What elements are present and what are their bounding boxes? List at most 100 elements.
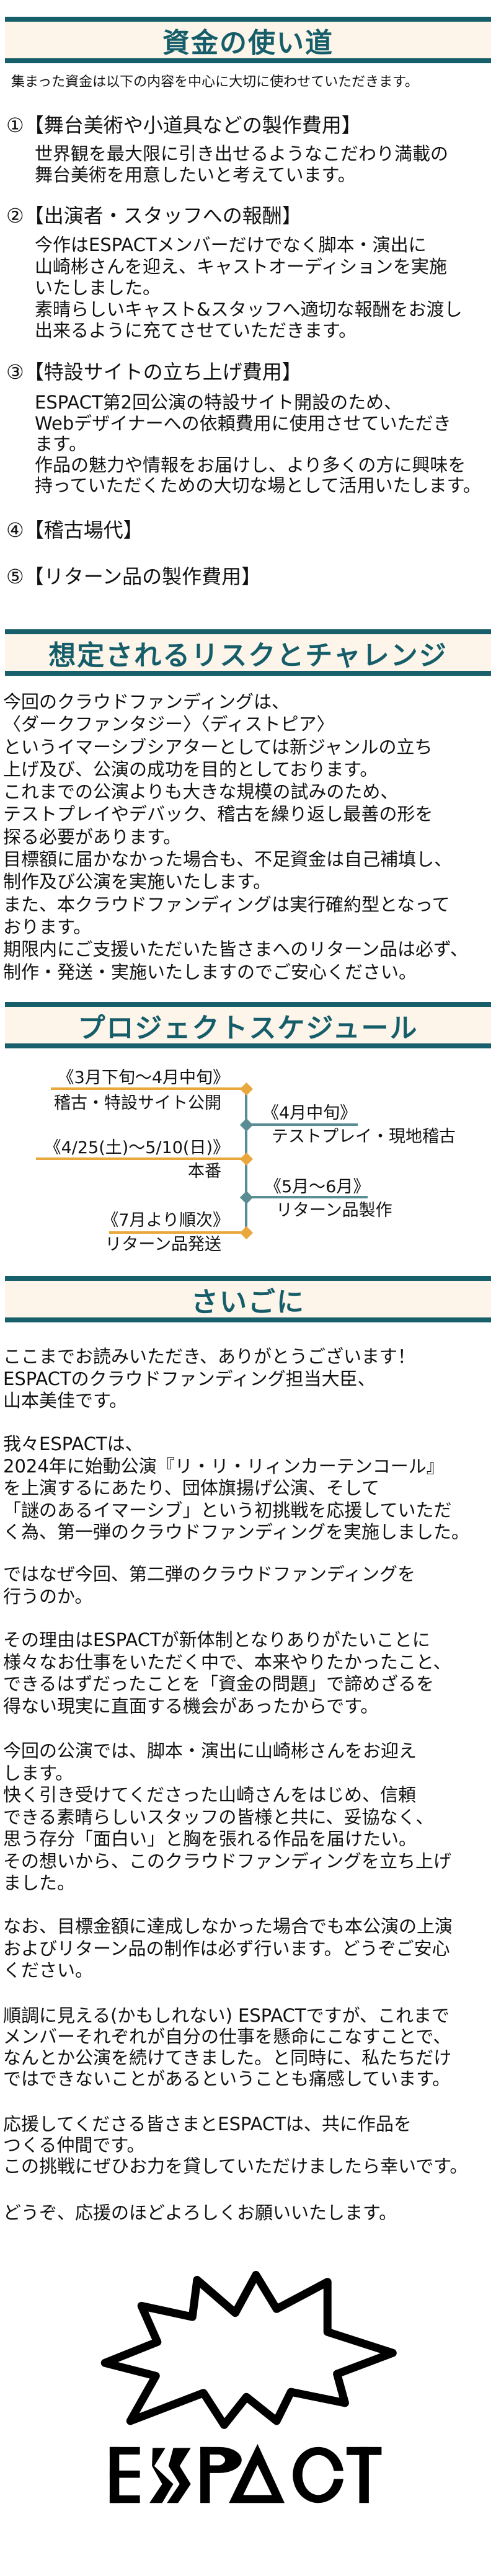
risks-body: 今回のクラウドファンディングは、〈ダークファンタジー〉〈ディストピア〉というイマ…	[3, 691, 468, 983]
text-line: 山崎彬さんを迎え、キャストオーディションを実施	[35, 255, 447, 277]
text-line: テストプレイやデバック、稽古を繰り返し最善の形を	[3, 803, 433, 825]
closing-paragraph: なお、目標金額に達成しなかった場合でも本公演の上演およびリターン品の制作は必ず行…	[3, 1916, 453, 1982]
section-header-funds: 資金の使い道	[5, 17, 491, 63]
closing-paragraph: 順調に見える(かもしれない) ESPACTですが、これまでメンバーそれぞれが自分…	[3, 2005, 451, 2089]
timeline-label: 本番	[188, 1162, 221, 1181]
text-line: ここまでお読みいただき、ありがとうございます！	[3, 1346, 415, 1367]
closing-paragraph: 我々ESPACTは、2024年に始動公演『リ・リ・リィンカーテンコール』を上演す…	[3, 1433, 469, 1544]
text-line: 行うのか。	[3, 1585, 93, 1607]
closing-paragraph: ではなぜ今回、第二弾のクラウドファンディングを行うのか。	[3, 1564, 415, 1608]
section-header-risks: 想定されるリスクとチャレンジ	[5, 629, 491, 676]
text-line: 制作及び公演を実施いたします。	[3, 871, 272, 893]
text-line: 山本美佳です。	[3, 1390, 128, 1411]
text-line: 様々なお仕事をいただく中で、本来やりたかったこと、	[3, 1651, 451, 1673]
text-line: 持っていただくための大切な場として活用いたします。	[35, 475, 481, 496]
text-line: 今作はESPACTメンバーだけでなく脚本・演出に	[35, 234, 427, 255]
text-line: 目標額に届かなかった場合も、不足資金は自己補填し、	[3, 849, 453, 870]
timeline-date: 《5月～6月》	[265, 1177, 370, 1197]
text-line: 世界観を最大限に引き出せるようなこだわり満載の	[35, 143, 449, 164]
closing-paragraph: どうぞ、応援のほどよろしくお願いいたします。	[3, 2202, 397, 2224]
closing-paragraph: ここまでお読みいただき、ありがとうございます！ESPACTのクラウドファンディン…	[3, 1346, 415, 1412]
timeline-label: リターン品発送	[105, 1235, 221, 1254]
closing-paragraph: 応援してくださる皆さまとESPACTは、共に作品をつくる仲間です。この挑戦にぜひ…	[3, 2113, 467, 2177]
text-line: 順調に見える(かもしれない) ESPACTですが、これまで	[3, 2005, 450, 2026]
text-line: この挑戦にぜひお力を貸していただけましたら幸いです。	[3, 2156, 468, 2177]
timeline-label: 稽古・特設サイト公開	[54, 1094, 221, 1113]
timeline-date: 《3月下旬～4月中旬》	[57, 1068, 229, 1087]
timeline-diamond-icon	[239, 1226, 254, 1240]
timeline-connector	[246, 1123, 358, 1126]
text-line: どうぞ、応援のほどよろしくお願いいたします。	[3, 2202, 397, 2223]
text-line: ではできないことがあるということも痛感しています。	[3, 2068, 451, 2089]
timeline-diamond-icon	[239, 1190, 254, 1205]
section-title: 資金の使い道	[162, 27, 334, 59]
text-line: を上演するにあたり、団体旗揚げ公演、そして	[3, 1477, 379, 1498]
closing-paragraph: 今回の公演では、脚本・演出に山崎彬さんをお迎えします。快く引き受けてくださった山…	[3, 1740, 451, 1895]
section-header-closing: さいごに	[5, 1276, 491, 1322]
fund-item-heading: ③【特設サイトの立ち上げ費用】	[6, 360, 302, 384]
text-line: ではなぜ今回、第二弾のクラウドファンディングを	[3, 1564, 415, 1585]
text-line: 「謎のあるイマーシブ」という初挑戦を応援していただ	[3, 1499, 452, 1521]
closing-paragraph: その理由はESPACTが新体制となりありがたいことに様々なお仕事をいただく中で、…	[3, 1629, 451, 1717]
text-line: Webデザイナーへの依頼費用に使用させていただき	[35, 412, 451, 434]
text-line: 2024年に始動公演『リ・リ・リィンカーテンコール』	[3, 1455, 445, 1477]
timeline-diamond-icon	[239, 1118, 254, 1132]
text-line: 作品の魅力や情報をお届けし、より多くの方に興味を	[35, 454, 466, 476]
text-line: 舞台美術を用意したいと考えています。	[35, 164, 356, 185]
timeline-diamond-icon	[239, 1152, 254, 1166]
text-line: 思う存分「面白い」と胸を張れる作品を届けたい。	[3, 1828, 417, 1849]
section-title: 想定されるリスクとチャレンジ	[48, 639, 448, 671]
text-line: なお、目標金額に達成しなかった場合でも本公演の上演	[3, 1916, 453, 1937]
text-line: ESPACTのクラウドファンディング担当大臣、	[3, 1368, 376, 1389]
text-line: なんとか公演を続けてきました。と同時に、私たちだけ	[3, 2047, 452, 2068]
text-line: します。	[3, 1762, 74, 1784]
timeline-date: 《4月中旬》	[262, 1104, 357, 1123]
fund-item-body: 今作はESPACTメンバーだけでなく脚本・演出に山崎彬さんを迎え、キャストオーデ…	[35, 234, 463, 342]
burst-star-icon	[105, 2275, 392, 2425]
text-line: その理由はESPACTが新体制となりありがたいことに	[3, 1629, 430, 1650]
text-line: 快く引き受けてくださった山崎さんをはじめ、信頼	[3, 1784, 417, 1805]
text-line: 探る必要があります。	[3, 826, 182, 848]
timeline-diamond-icon	[239, 1082, 254, 1096]
text-line: できるはずだったことを「資金の問題」で諦めざるを	[3, 1673, 435, 1694]
text-line: 今回の公演では、脚本・演出に山崎彬さんをお迎え	[3, 1740, 417, 1761]
text-line: 期限内にご支援いただいた皆さまへのリターン品は必ず、	[3, 939, 468, 960]
fund-item-heading: ①【舞台美術や小道具などの製作費用】	[6, 113, 361, 137]
timeline-connector	[36, 1157, 246, 1160]
text-line: できる素晴らしいスタッフの皆様と共に、妥協なく、	[3, 1806, 434, 1828]
fund-item-body: ESPACT第2回公演の特設サイト開設のため、Webデザイナーへの依頼費用に使用…	[35, 392, 481, 497]
text-line: いたしました。	[35, 277, 161, 298]
fund-item-heading: ⑤【リターン品の製作費用】	[6, 565, 262, 588]
text-line: おります。	[3, 916, 92, 937]
text-line: 制作・発送・実施いたしますのでご安心ください。	[3, 961, 417, 983]
fund-item-heading: ④【稽古場代】	[6, 518, 143, 542]
timeline-label: テストプレイ・現地稽古	[272, 1127, 456, 1146]
text-line: 素晴らしいキャスト&スタッフへ適切な報酬をお渡し	[35, 298, 463, 320]
text-line: およびリターン品の制作は必ず行います。どうぞご安心	[3, 1937, 450, 1959]
text-line: というイマーシブシアターとしては新ジャンルの立ち	[3, 736, 433, 758]
text-line: ESPACT第2回公演の特設サイト開設のため、	[35, 392, 402, 413]
text-line: く為、第一弾のクラウドファンディングを実施しました。	[3, 1521, 469, 1543]
text-line: つくる仲間です。	[3, 2135, 145, 2156]
text-line: 我々ESPACTは、	[3, 1433, 143, 1454]
timeline-date: 《4/25(土)～5/10(日)》	[44, 1138, 229, 1157]
fund-item-body: 世界観を最大限に引き出せるようなこだわり満載の舞台美術を用意したいと考えています…	[35, 143, 448, 185]
timeline-connector	[246, 1196, 368, 1198]
funds-intro: 集まった資金は以下の内容を中心に大切に使わせていただきます。	[11, 74, 418, 90]
text-line: 得ない現実に直面する機会があったからです。	[3, 1695, 379, 1717]
fund-item-heading: ②【出演者・スタッフへの報酬】	[6, 204, 302, 228]
text-line: 今回のクラウドファンディングは、	[3, 691, 290, 712]
logo-wordmark	[109, 2444, 382, 2503]
text-line: メンバーそれぞれが自分の仕事を懸命にこなすことで、	[3, 2026, 451, 2047]
text-line: 応援してくださる皆さまとESPACTは、共に作品を	[3, 2113, 412, 2135]
text-line: ました。	[3, 1872, 76, 1893]
text-line: これまでの公演よりも大きな規模の試みのため、	[3, 781, 399, 803]
text-line: 〈ダークファンタジー〉〈ディストピア〉	[3, 714, 335, 735]
timeline-connector	[51, 1087, 246, 1090]
section-header-schedule: プロジェクトスケジュール	[5, 1002, 491, 1048]
text-line: また、本クラウドファンディングは実行確約型となって	[3, 893, 450, 915]
text-line: その想いから、このクラウドファンディングを立ち上げ	[3, 1850, 451, 1872]
espact-logo	[0, 2263, 496, 2503]
section-title: プロジェクトスケジュール	[78, 1012, 418, 1044]
